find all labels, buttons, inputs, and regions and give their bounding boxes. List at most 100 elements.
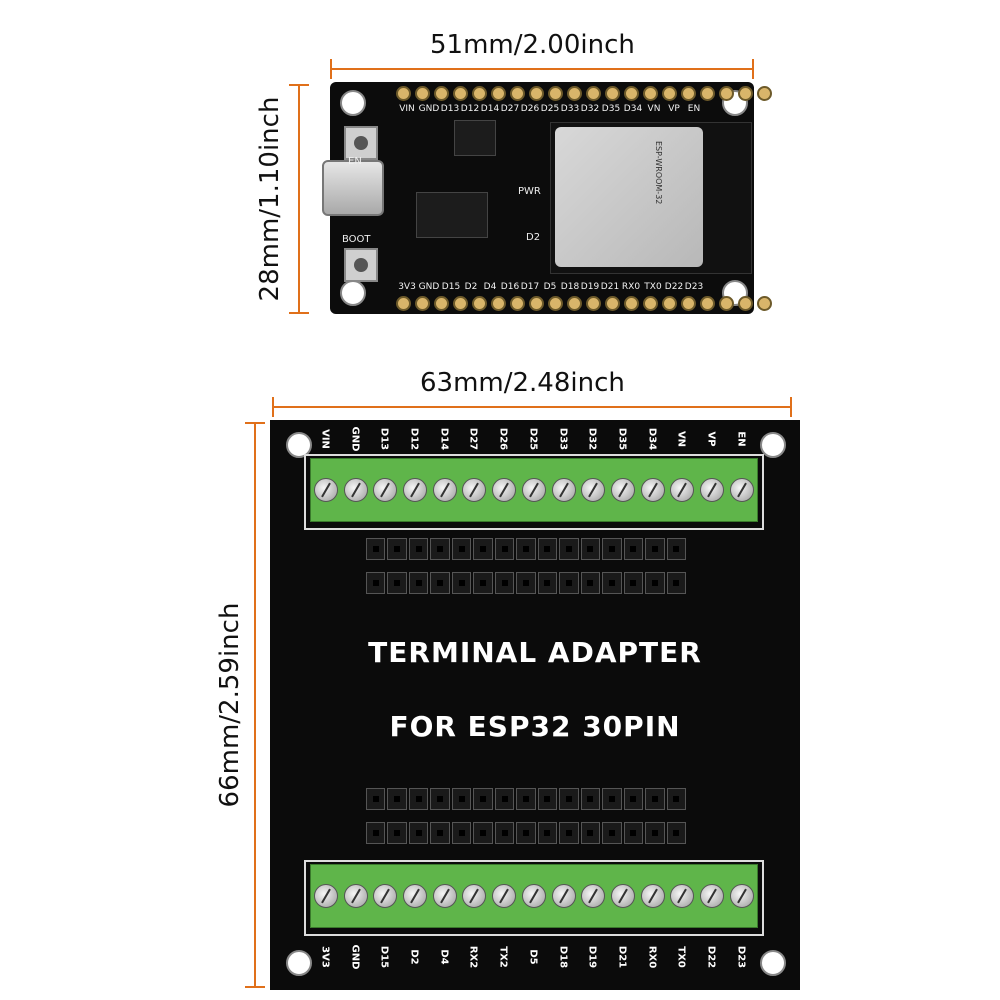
top-terminal-block [310, 458, 758, 522]
mounting-hole [286, 950, 312, 976]
boot-button[interactable] [344, 248, 378, 282]
screw-terminal[interactable] [581, 478, 606, 502]
pin-label: VIN [399, 104, 415, 114]
terminal-label: TX0 [675, 946, 687, 968]
bottom-terminal-block [310, 864, 758, 928]
top-terminal-frame [304, 454, 764, 530]
screw-terminal[interactable] [373, 478, 398, 502]
pin-label: D2 [464, 282, 478, 292]
pin-label: D15 [441, 282, 461, 292]
terminal-label: D33 [557, 427, 569, 451]
pin-label: D35 [601, 104, 621, 114]
adapter-height-dimension-line [245, 422, 265, 988]
pin-label: D25 [540, 104, 560, 114]
terminal-label: RX0 [646, 945, 658, 969]
esp-width-label: 51mm/2.00inch [430, 30, 635, 60]
screw-terminal[interactable] [729, 884, 754, 908]
mounting-hole [340, 90, 366, 116]
top-terminal-labels: VIN GND D13 D12 D14 D27 D26 D25 D33 D32 … [310, 424, 756, 454]
screw-terminal[interactable] [462, 884, 487, 908]
terminal-adapter-board: VIN GND D13 D12 D14 D27 D26 D25 D33 D32 … [270, 420, 800, 990]
pin-label: TX0 [644, 282, 662, 292]
screw-terminal[interactable] [551, 478, 576, 502]
terminal-label: D5 [527, 949, 539, 965]
pin-label: D22 [664, 282, 684, 292]
en-button-label: EN [348, 156, 362, 167]
pin-label: D13 [440, 104, 460, 114]
screw-terminal[interactable] [373, 884, 398, 908]
terminal-label: D23 [735, 945, 747, 969]
pin-label: VN [647, 104, 661, 114]
pin-label: D19 [580, 282, 600, 292]
terminal-label: VN [675, 430, 687, 448]
top-pin-header [396, 86, 772, 101]
module-name: ESP-WROOM-32 [654, 141, 663, 205]
pin-label: D33 [560, 104, 580, 114]
screw-terminal[interactable] [492, 884, 517, 908]
adapter-title-line2: FOR ESP32 30PIN [389, 710, 681, 743]
female-header-row [366, 572, 687, 594]
terminal-label: D12 [408, 427, 420, 451]
module-shield: ESP-WROOM-32 [555, 127, 703, 267]
pin-label: D23 [684, 282, 704, 292]
screw-terminal[interactable] [700, 884, 725, 908]
adapter-width-label: 63mm/2.48inch [420, 368, 625, 398]
screw-terminal[interactable] [403, 478, 428, 502]
terminal-label: D27 [467, 427, 479, 451]
boot-button-label: BOOT [342, 234, 371, 245]
pin-label: D18 [560, 282, 580, 292]
usb-uart-chip [416, 192, 488, 238]
screw-terminal[interactable] [313, 884, 338, 908]
terminal-label: D2 [408, 949, 420, 965]
pin-label: RX0 [621, 282, 641, 292]
screw-terminal[interactable] [492, 478, 517, 502]
esp-height-dimension-line [289, 84, 309, 314]
pin-label: D27 [500, 104, 520, 114]
adapter-height-label: 66mm/2.59inch [215, 602, 245, 808]
female-header-row [366, 788, 687, 810]
terminal-label: GND [349, 426, 361, 452]
screw-terminal[interactable] [462, 478, 487, 502]
screw-terminal[interactable] [670, 884, 695, 908]
screw-terminal[interactable] [640, 884, 665, 908]
terminal-label: D21 [616, 945, 628, 969]
screw-terminal[interactable] [343, 478, 368, 502]
esp-width-dimension-line [330, 59, 754, 79]
terminal-label: D13 [378, 427, 390, 451]
top-pin-labels: VIN GND D13 D12 D14 D27 D26 D25 D33 D32 … [396, 104, 704, 114]
screw-terminal[interactable] [521, 478, 546, 502]
esp-wroom-32-module: ESP-WROOM-32 [550, 122, 752, 274]
mounting-hole [286, 432, 312, 458]
screw-terminal[interactable] [611, 884, 636, 908]
bottom-pin-labels: 3V3 GND D15 D2 D4 D16 D17 D5 D18 D19 D21… [396, 282, 704, 292]
pin-label: 3V3 [398, 282, 416, 292]
en-button[interactable] [344, 126, 378, 160]
terminal-label: D26 [497, 427, 509, 451]
screw-terminal[interactable] [729, 478, 754, 502]
screw-terminal[interactable] [611, 478, 636, 502]
screw-terminal[interactable] [670, 478, 695, 502]
terminal-label: D22 [705, 945, 717, 969]
terminal-label: D35 [616, 427, 628, 451]
terminal-label: EN [735, 431, 747, 447]
screw-terminal[interactable] [700, 478, 725, 502]
screw-terminal[interactable] [313, 478, 338, 502]
screw-terminal[interactable] [403, 884, 428, 908]
screw-terminal[interactable] [521, 884, 546, 908]
pwr-led-label: PWR [518, 186, 541, 197]
usb-c-connector [322, 160, 384, 216]
pin-label: D4 [483, 282, 497, 292]
screw-terminal[interactable] [432, 884, 457, 908]
pin-label: GND [418, 104, 440, 114]
screw-terminal[interactable] [343, 884, 368, 908]
pin-label: D5 [543, 282, 557, 292]
screw-terminal[interactable] [432, 478, 457, 502]
screw-terminal[interactable] [581, 884, 606, 908]
terminal-label: D15 [378, 945, 390, 969]
adapter-width-dimension-line [272, 397, 792, 417]
adapter-title-line1: TERMINAL ADAPTER [368, 636, 702, 669]
voltage-regulator-chip [454, 120, 496, 156]
terminal-label: VP [705, 431, 717, 447]
screw-terminal[interactable] [640, 478, 665, 502]
screw-terminal[interactable] [551, 884, 576, 908]
